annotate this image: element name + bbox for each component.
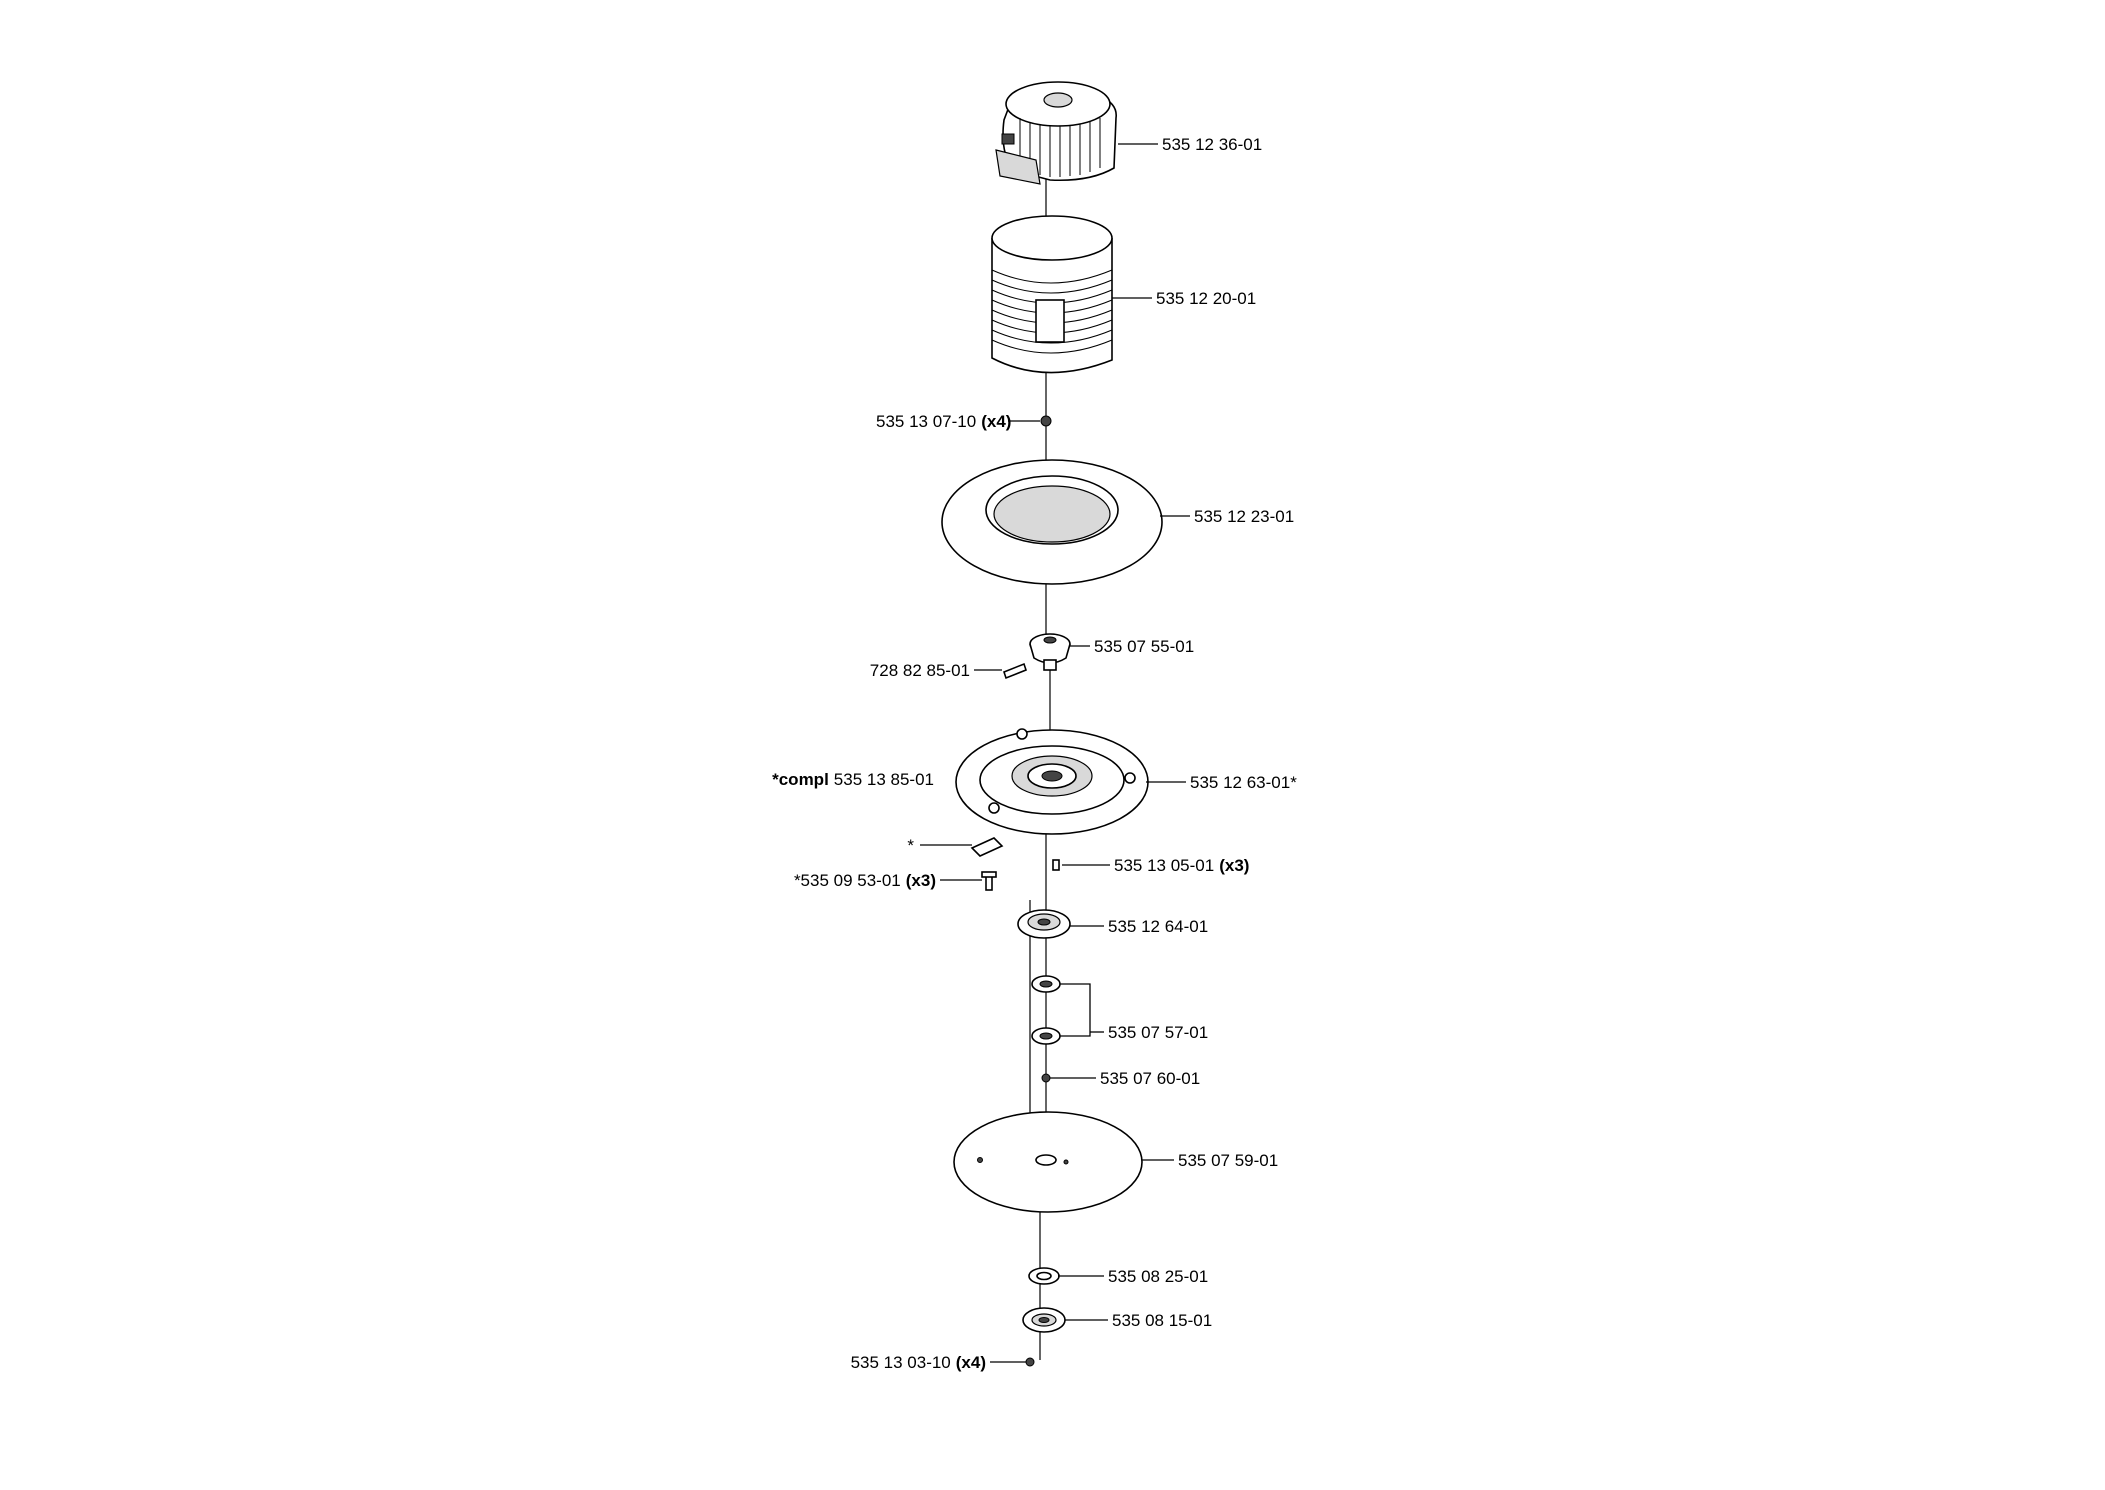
label-compl-prefix: *compl (772, 770, 829, 789)
label-ring-plate: 535 12 23-01 (1194, 507, 1294, 526)
hub-part (1029, 633, 1071, 671)
housing-part (991, 215, 1113, 374)
label-disc-screw-number: 535 13 05-01 (1114, 856, 1214, 875)
blade-part (970, 837, 1004, 857)
label-hub: 535 07 55-01 (1094, 637, 1194, 656)
set-screw-part (1003, 662, 1027, 680)
label-housing: 535 12 20-01 (1156, 289, 1256, 308)
label-compl-number: 535 13 85-01 (834, 770, 934, 789)
label-bearing-housing: 535 12 64-01 (1108, 917, 1208, 936)
blade-screw-part (981, 871, 997, 891)
label-motor: 535 12 36-01 (1162, 135, 1262, 154)
label-set-screw: 728 82 85-01 (870, 661, 970, 680)
label-compl: *compl 535 13 85-01 (772, 770, 934, 789)
label-screw-bottom-number: 535 13 03-10 (851, 1353, 951, 1372)
screw-top-part (1040, 415, 1052, 427)
label-screw-top-qty: (x4) (981, 412, 1011, 431)
washer-part (1028, 1267, 1060, 1285)
label-disc-screw: 535 13 05-01 (x3) (1114, 856, 1249, 875)
label-screw-bottom-qty: (x4) (956, 1353, 986, 1372)
bottom-hub-part (1022, 1307, 1066, 1333)
label-screw-top: 535 13 07-10 (x4) (876, 412, 1011, 431)
blade-disc-part (955, 728, 1149, 835)
circlip-part (1041, 1073, 1051, 1083)
disc-screw-part (1052, 859, 1060, 871)
label-bottom-hub: 535 08 15-01 (1112, 1311, 1212, 1330)
label-blade-screw: *535 09 53-01 (x3) (794, 871, 936, 890)
label-screw-bottom: 535 13 03-10 (x4) (851, 1353, 986, 1372)
ring-plate-part (941, 459, 1163, 585)
label-blade-screw-qty: (x3) (906, 871, 936, 890)
label-washer: 535 08 25-01 (1108, 1267, 1208, 1286)
label-disc-screw-qty: (x3) (1219, 856, 1249, 875)
label-bearing: 535 07 57-01 (1108, 1023, 1208, 1042)
motor-part (995, 81, 1117, 185)
part-labels: 535 12 36-01 535 12 20-01 535 13 07-10 (x… (772, 135, 1297, 1372)
label-circlip: 535 07 60-01 (1100, 1069, 1200, 1088)
label-blade-disc: 535 12 63-01* (1190, 773, 1297, 792)
bearing-housing-part (1017, 909, 1071, 939)
screw-bottom-part (1025, 1357, 1035, 1367)
label-blade-marker: * (907, 836, 914, 855)
label-screw-top-number: 535 13 07-10 (876, 412, 976, 431)
label-blade-screw-number: *535 09 53-01 (794, 871, 901, 890)
leader-lines (920, 143, 1190, 1363)
bearing-part (1031, 975, 1061, 1045)
label-skid-plate: 535 07 59-01 (1178, 1151, 1278, 1170)
skid-plate-part (953, 1111, 1143, 1213)
